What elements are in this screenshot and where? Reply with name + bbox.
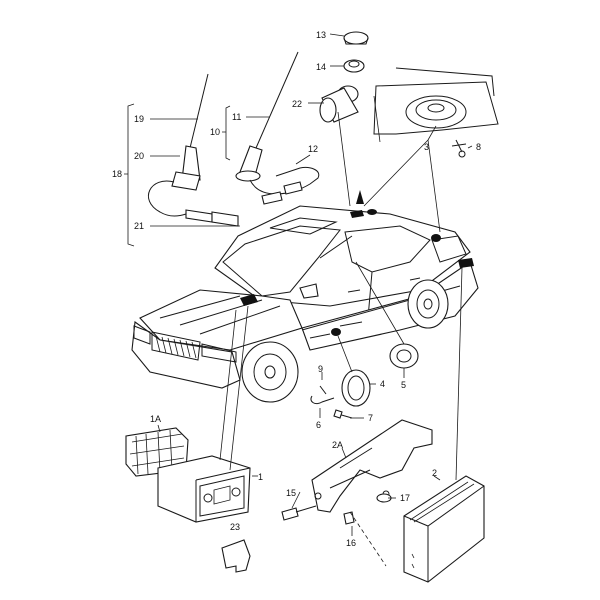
callout-1: 1 bbox=[258, 472, 263, 482]
callout-2: 2 bbox=[432, 468, 437, 478]
callout-17: 17 bbox=[400, 493, 410, 503]
door-speaker-group bbox=[310, 343, 419, 419]
callout-14: 14 bbox=[316, 62, 326, 72]
callout-13: 13 bbox=[316, 30, 326, 40]
callout-18: 18 bbox=[112, 169, 122, 179]
amplifier-bracket-group bbox=[281, 419, 485, 583]
callout-10: 10 bbox=[210, 127, 220, 137]
callout-16: 16 bbox=[346, 538, 356, 548]
bracket-23 bbox=[221, 539, 251, 573]
rear-shelf-speaker-group bbox=[319, 31, 499, 158]
callout-21: 21 bbox=[134, 221, 144, 231]
callout-20: 20 bbox=[134, 151, 144, 161]
callout-5: 5 bbox=[401, 380, 406, 390]
car-illustration bbox=[131, 190, 479, 403]
callout-4: 4 bbox=[380, 379, 385, 389]
callout-22: 22 bbox=[292, 99, 302, 109]
callout-12: 12 bbox=[308, 144, 318, 154]
callout-7: 7 bbox=[368, 413, 373, 423]
radio-unit-group bbox=[125, 427, 251, 523]
callout-23: 23 bbox=[230, 522, 240, 532]
callout-8: 8 bbox=[476, 142, 481, 152]
callout-9: 9 bbox=[318, 364, 323, 374]
callout-11: 11 bbox=[232, 112, 241, 122]
leader-lines bbox=[124, 33, 473, 536]
callout-19: 19 bbox=[134, 114, 144, 124]
callout-3: 3 bbox=[424, 142, 429, 152]
callout-labels: 13 14 22 3 8 19 20 18 21 11 10 12 1A 1 2… bbox=[112, 30, 481, 548]
callout-6: 6 bbox=[316, 420, 321, 430]
callout-15: 15 bbox=[286, 488, 296, 498]
antenna-group bbox=[148, 51, 320, 227]
callout-1a: 1A bbox=[150, 414, 161, 424]
callout-2a: 2A bbox=[332, 440, 343, 450]
